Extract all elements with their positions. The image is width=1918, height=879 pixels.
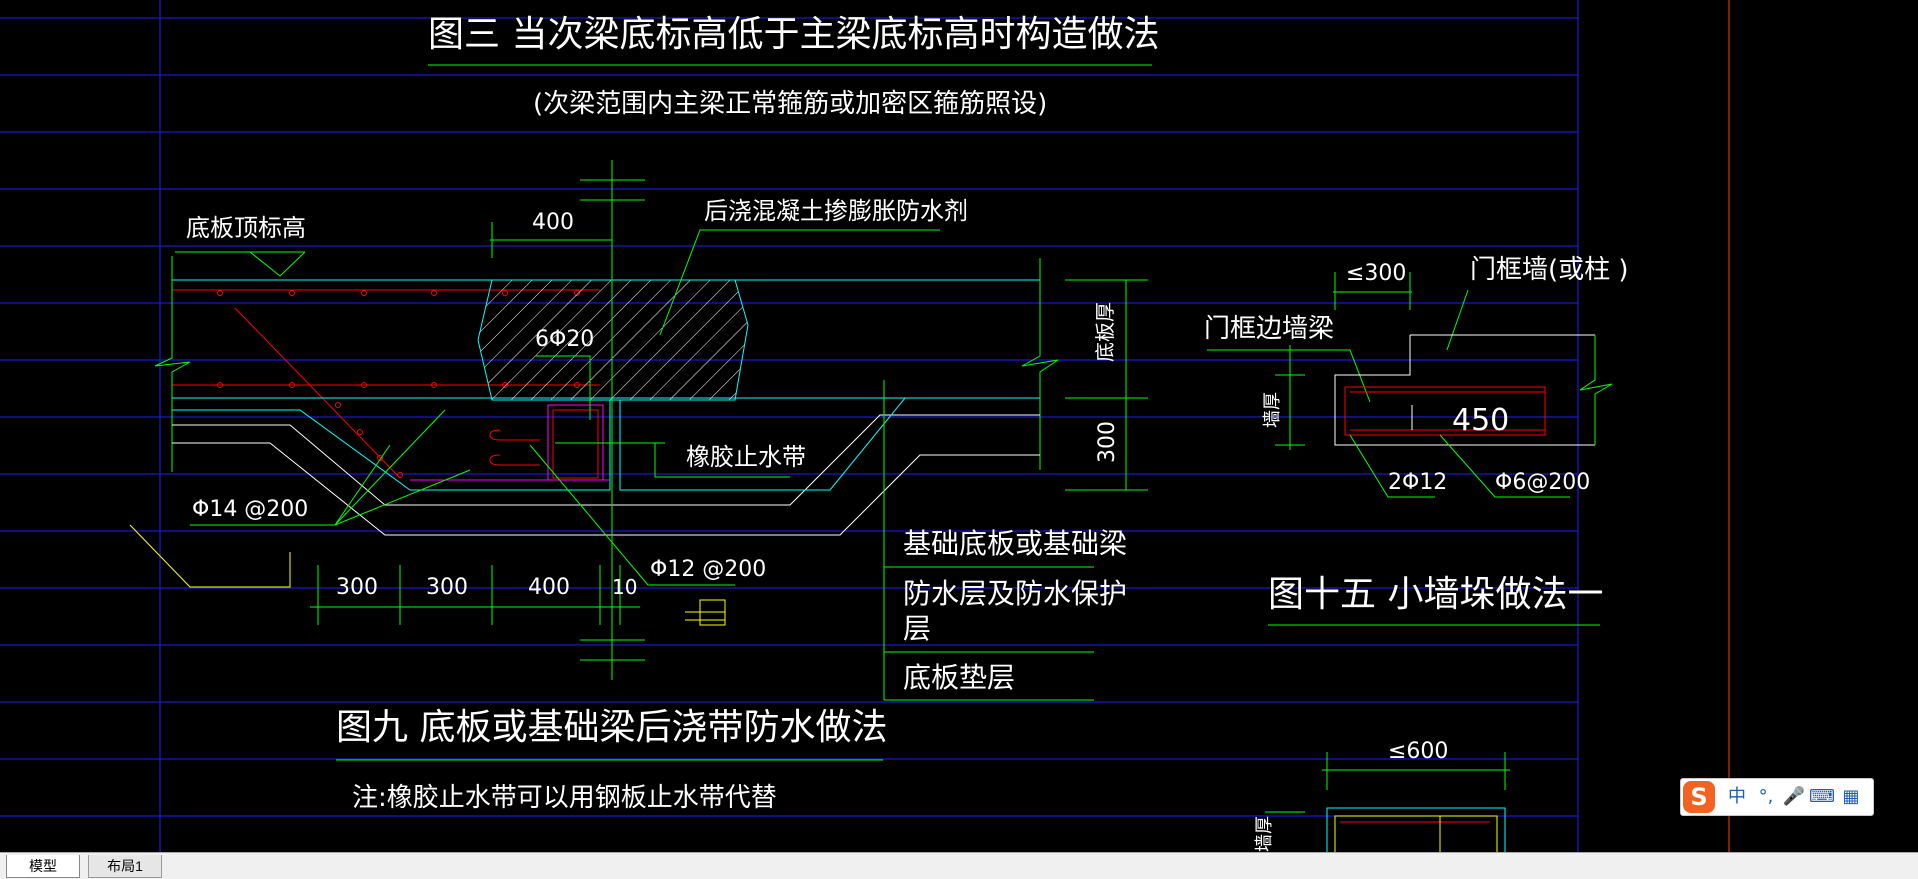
- wall-thickness-label: 墙厚: [1262, 392, 1283, 428]
- fig3-subtitle: (次梁范围内主梁正常箍筋或加密区箍筋照设): [533, 89, 1047, 119]
- break-line-right: [1021, 258, 1059, 470]
- door-frame-wall-label: 门框墙(或柱 ): [1470, 255, 1629, 285]
- rebar-2phi12-leader: [1349, 434, 1435, 498]
- blue-grid-lines: [0, 17, 1578, 817]
- fig15-title: 图十五 小墙垛做法一: [1268, 574, 1603, 615]
- sogou-logo-icon[interactable]: S: [1683, 781, 1715, 813]
- rebar-phi14-leader-2: [334, 469, 471, 526]
- fig9-note: 注:橡胶止水带可以用钢板止水带代替: [352, 783, 777, 813]
- post-pour-hatched-zone: [477, 279, 749, 401]
- beam-stirrup-inner: [552, 409, 599, 479]
- ime-chinese-mode-button[interactable]: 中: [1728, 786, 1746, 807]
- door-side-wall-beam-label: 门框边墙梁: [1204, 314, 1334, 344]
- rebar-phi12-label: Φ12 @200: [650, 557, 766, 582]
- hook-bar-2: [489, 454, 540, 466]
- dim-le300: ≤300: [1346, 261, 1406, 286]
- slab-top-triangle: [249, 251, 306, 277]
- fig15-small-wall-pier-detail: 门框墙(或柱 ) 门框边墙梁 ≤300 450 墙厚 2Φ12 Φ6@200 图…: [1204, 255, 1629, 852]
- bottom-dim-ticks: [317, 565, 621, 625]
- dim-450: 450: [1452, 403, 1509, 438]
- small-pier-rebar: [1334, 815, 1498, 852]
- protection-layer-outline: [619, 397, 1040, 491]
- dim-bottom-1: 300: [336, 575, 378, 600]
- dim-bottom-2: 300: [426, 575, 468, 600]
- slab-top-elevation-label: 底板顶标高: [186, 214, 306, 242]
- legend-item-cushion: 底板垫层: [903, 661, 1015, 694]
- dim-bottom-3: 400: [528, 575, 570, 600]
- wall-outline: [1334, 335, 1595, 446]
- fig3-title: 图三 当次梁底标高低于主梁底标高时构造做法: [428, 14, 1159, 55]
- small-pier-outline: [1326, 807, 1506, 852]
- beam-stirrup-outline: [1344, 386, 1546, 436]
- slab-thickness-label: 底板厚: [1093, 302, 1117, 362]
- dim-bottom-4: 10: [612, 575, 637, 599]
- ime-toolbar[interactable]: S 中 °, 🎤 ⌨ ▦: [1680, 778, 1874, 816]
- dim-300-right: 300: [1095, 421, 1120, 463]
- fig9-post-pour-strip-detail: 底板顶标高: [129, 160, 1148, 813]
- tab-model[interactable]: 模型: [6, 855, 80, 878]
- rebar-6phi20-label: 6Φ20: [535, 327, 594, 352]
- rebar-phi12-leader: [529, 444, 735, 586]
- cad-drawing-canvas[interactable]: 图三 当次梁底标高低于主梁底标高时构造做法 (次梁范围内主梁正常箍筋或加密区箍筋…: [0, 0, 1918, 852]
- ime-keyboard-icon[interactable]: ⌨: [1809, 786, 1835, 807]
- legend-item-foundation: 基础底板或基础梁: [903, 527, 1127, 560]
- rebar-6phi20-leader: [535, 355, 591, 420]
- layout-tab-bar: 模型 布局1: [0, 852, 1918, 879]
- yellow-stirrup-symbol: [685, 599, 726, 626]
- break-line-left: [154, 256, 191, 472]
- ime-microphone-icon[interactable]: 🎤: [1782, 786, 1806, 807]
- door-side-beam-leader: [1207, 349, 1371, 403]
- rebar-phi14-label: Φ14 @200: [192, 497, 308, 522]
- ime-toolbox-icon[interactable]: ▦: [1842, 786, 1860, 807]
- rubber-waterstop-label: 橡胶止水带: [686, 443, 806, 471]
- wall-break: [1579, 335, 1613, 445]
- fig9-title: 图九 底板或基础梁后浇带防水做法: [336, 707, 887, 748]
- legend-item-waterproof-cont: 层: [903, 612, 931, 645]
- slab-diagonal-rebar: [234, 307, 401, 479]
- waterstop-leader: [654, 443, 790, 478]
- hook-bar-1: [489, 429, 540, 441]
- rebar-phi14-leader-3: [334, 444, 391, 526]
- yellow-bracket-left: [129, 524, 291, 588]
- rebar-phi6-leader: [1439, 434, 1570, 498]
- post-pour-concrete-label: 后浇混凝土掺膨胀防水剂: [704, 197, 968, 225]
- rebar-phi6-label: Φ6@200: [1495, 470, 1590, 495]
- rebar-2phi12-label: 2Φ12: [1388, 470, 1447, 495]
- legend-item-waterproof: 防水层及防水保护: [903, 577, 1127, 610]
- wall-thickness-label-2: 墙厚: [1254, 816, 1275, 852]
- door-frame-wall-leader: [1446, 289, 1469, 351]
- tab-layout1[interactable]: 布局1: [88, 855, 162, 878]
- dim-400-top: 400: [532, 210, 574, 235]
- dim-le600: ≤600: [1388, 739, 1448, 764]
- waterproof-layer-outline: [172, 400, 611, 491]
- ime-punctuation-button[interactable]: °,: [1758, 786, 1774, 807]
- post-pour-leader: [659, 229, 940, 336]
- base-layer-outline: [172, 414, 1040, 506]
